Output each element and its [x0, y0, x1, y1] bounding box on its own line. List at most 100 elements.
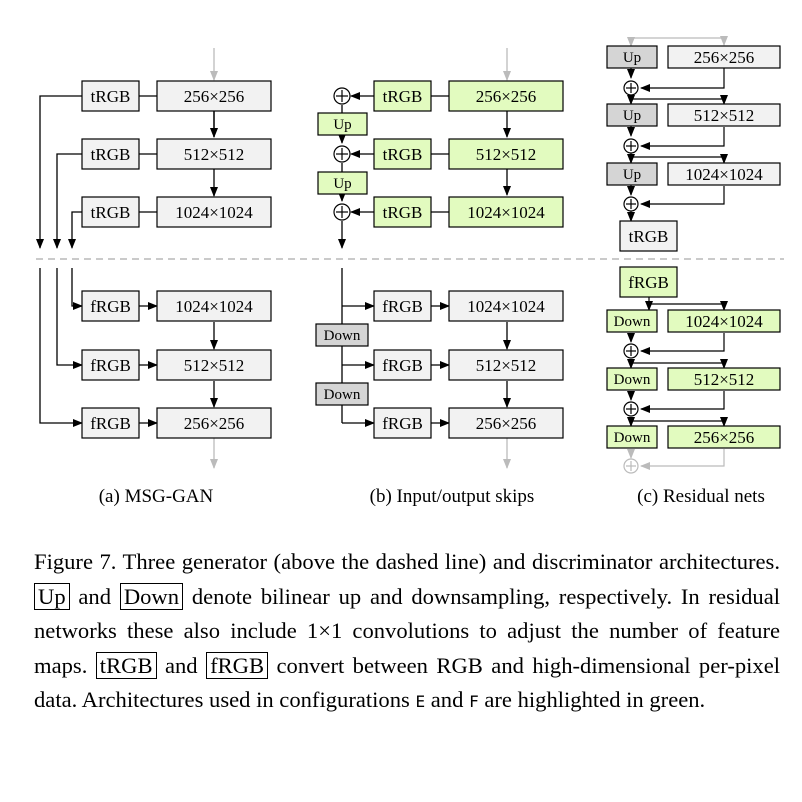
c-down-3-label: Down	[614, 430, 651, 446]
b-block-512	[448, 138, 564, 170]
a-frgb-256	[81, 407, 140, 439]
caption-part-2: denote bilinear up and downsampling, res…	[34, 583, 781, 678]
msg-gan-boxes	[81, 80, 272, 439]
a-block-1024	[156, 196, 272, 228]
b-dblock-1024-label: 1024×1024	[467, 297, 545, 316]
c-block-256	[667, 45, 781, 69]
c-sum-node-4	[623, 343, 639, 359]
b-block-512-label: 512×512	[476, 145, 537, 164]
c-down-1-label: Down	[614, 314, 651, 330]
a-block-512	[156, 138, 272, 170]
caption-frgb-box: fRGB	[206, 651, 269, 679]
caption-up-box: Up	[34, 582, 70, 610]
caption-part-4: are highlighted in green.	[484, 687, 706, 712]
c-up-3	[606, 162, 658, 186]
a-frgb-512	[81, 349, 140, 381]
a-block-512-label: 512×512	[184, 145, 245, 164]
b-dblock-512	[448, 349, 564, 381]
b-trgb-512	[373, 138, 432, 170]
c-block-1024-label: 1024×1024	[685, 165, 763, 184]
panel-msg-gan	[36, 48, 218, 469]
a-trgb-1024-label: tRGB	[91, 203, 131, 222]
c-trgb-label: tRGB	[629, 227, 669, 246]
b-trgb-256-label: tRGB	[383, 87, 423, 106]
a-dblock-1024-label: 1024×1024	[175, 297, 253, 316]
a-trgb-256	[81, 80, 140, 112]
b-frgb-1024	[373, 290, 432, 322]
b-up-2	[317, 171, 368, 195]
skips-sum-nodes	[333, 87, 351, 221]
c-sum-node-3	[623, 196, 639, 212]
subcaption-a: (a) MSG-GAN	[99, 486, 214, 507]
c-down-3	[606, 425, 658, 449]
c-sum-node-5	[623, 401, 639, 417]
c-frgb	[619, 266, 678, 298]
b-sum-node-2	[333, 145, 351, 163]
a-dblock-256	[156, 407, 272, 439]
b-block-256-label: 256×256	[476, 87, 537, 106]
b-trgb-1024-label: tRGB	[383, 203, 423, 222]
a-dblock-512-label: 512×512	[184, 356, 245, 375]
c-dblock-512-label: 512×512	[694, 370, 755, 389]
a-trgb-1024	[81, 196, 140, 228]
c-block-1024	[667, 162, 781, 186]
b-frgb-256	[373, 407, 432, 439]
c-dblock-256	[667, 425, 781, 449]
c-block-256-label: 256×256	[694, 48, 755, 67]
a-block-256-label: 256×256	[184, 87, 245, 106]
a-dblock-256-label: 256×256	[184, 414, 245, 433]
caption-config-e: E	[415, 692, 426, 711]
c-sum-node-2	[623, 138, 639, 154]
b-block-256	[448, 80, 564, 112]
c-dblock-512	[667, 367, 781, 391]
a-trgb-256-label: tRGB	[91, 87, 131, 106]
b-down-2	[315, 382, 369, 406]
b-frgb-512-label: fRGB	[382, 356, 423, 375]
panel-skips	[338, 48, 511, 469]
c-up-1	[606, 45, 658, 69]
c-block-512	[667, 103, 781, 127]
a-trgb-512	[81, 138, 140, 170]
c-block-512-label: 512×512	[694, 106, 755, 125]
c-sum-node-1	[623, 80, 639, 96]
a-dblock-1024	[156, 290, 272, 322]
subcaption-c: (c) Residual nets	[637, 486, 765, 507]
c-trgb	[619, 220, 678, 252]
a-frgb-1024	[81, 290, 140, 322]
residual-sum-nodes	[623, 80, 639, 474]
caption-config-f: F	[469, 692, 479, 711]
c-dblock-1024	[667, 309, 781, 333]
caption-trgb-box: tRGB	[95, 651, 157, 679]
b-up-1-label: Up	[333, 117, 351, 133]
a-block-1024-label: 1024×1024	[175, 203, 253, 222]
b-trgb-256	[373, 80, 432, 112]
b-down-1-label: Down	[324, 328, 361, 344]
b-dblock-256	[448, 407, 564, 439]
c-up-2-label: Up	[623, 108, 641, 124]
panel-residual	[627, 36, 728, 470]
c-up-1-label: Up	[623, 50, 641, 66]
b-sum-node-3	[333, 203, 351, 221]
c-dblock-256-label: 256×256	[694, 428, 755, 447]
b-trgb-512-label: tRGB	[383, 145, 423, 164]
a-frgb-1024-label: fRGB	[90, 297, 131, 316]
c-up-2	[606, 103, 658, 127]
c-sum-node-6	[623, 458, 639, 474]
b-dblock-1024	[448, 290, 564, 322]
b-frgb-256-label: fRGB	[382, 414, 423, 433]
architecture-diagram: tRGB 256×256 tRGB 512×512 tRGB 1024×1024…	[36, 36, 784, 507]
skips-labels: Up Up tRGB 256×256 tRGB 512×512 tRGB 102…	[324, 87, 546, 433]
a-frgb-256-label: fRGB	[90, 414, 131, 433]
residual-boxes	[606, 45, 781, 449]
b-up-2-label: Up	[333, 176, 351, 192]
caption-and-1: and	[78, 583, 112, 609]
b-dblock-256-label: 256×256	[476, 414, 537, 433]
caption-and-2: and	[164, 652, 198, 678]
b-frgb-1024-label: fRGB	[382, 297, 423, 316]
caption-part-3: convert between RGB and high-dimensional…	[34, 652, 781, 713]
caption-prefix: Figure 7. Three generator (above the das…	[34, 549, 780, 574]
caption-and-3: and	[430, 687, 464, 712]
c-dblock-1024-label: 1024×1024	[685, 312, 763, 331]
b-block-1024-label: 1024×1024	[467, 203, 545, 222]
b-down-1	[315, 323, 369, 347]
